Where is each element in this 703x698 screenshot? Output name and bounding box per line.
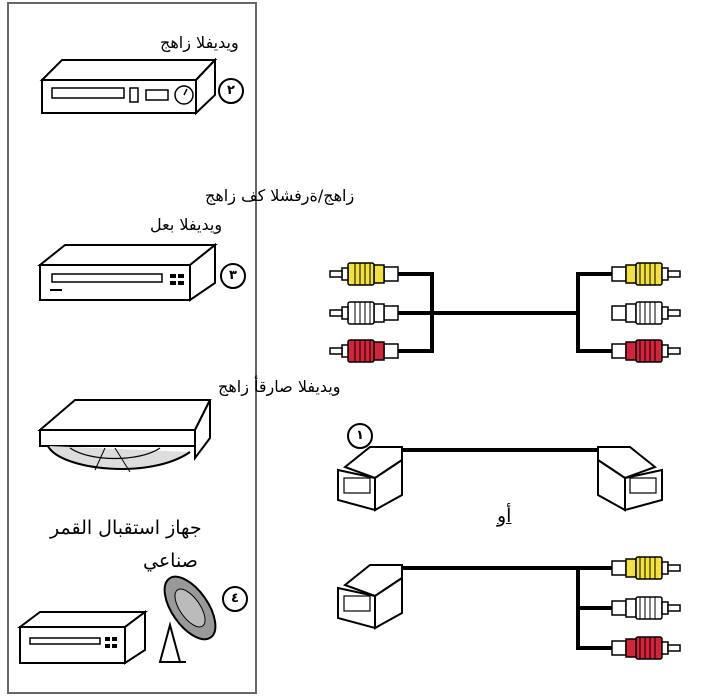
rca-plug-white-left — [329, 301, 399, 325]
or-label: أو — [497, 505, 512, 527]
vcr-label: ويديفلا زاهج — [160, 33, 239, 52]
device-panel — [7, 2, 257, 694]
dvd-label: ويديفلا صارقأ زاهج — [218, 377, 341, 396]
rca-plug-yellow-left — [329, 262, 399, 286]
satellite-receiver-icon — [17, 610, 148, 665]
rca-plug-red-bottom — [611, 636, 681, 660]
satellite-label-line1: جهاز استقبال القمر — [50, 517, 202, 539]
scart-plug-bottom — [337, 564, 403, 630]
satellite-label-line2: صناعي — [143, 550, 198, 572]
rca-plug-white-right — [611, 301, 681, 325]
marker-one: ١ — [347, 423, 373, 449]
rca-plug-white-bottom — [611, 596, 681, 620]
vcr-icon — [39, 57, 218, 116]
rca-plug-red-left — [329, 339, 399, 363]
scart-to-rca-cable — [337, 556, 681, 660]
scart-plug-left — [337, 446, 403, 512]
satellite-dish-icon — [158, 575, 217, 663]
scart-to-scart-cable — [337, 446, 663, 512]
recorder-icon — [37, 242, 218, 302]
dvd-player-icon — [37, 399, 212, 473]
scart-plug-right — [597, 446, 663, 512]
rca-plug-yellow-right — [611, 262, 681, 286]
rca-plug-red-right — [611, 339, 681, 363]
rca-to-rca-cable — [329, 262, 681, 363]
rca-plug-yellow-bottom — [611, 556, 681, 580]
recorder-label-line2: ويديفلا بعل — [150, 215, 223, 234]
recorder-label-line1: زاهج/ةرفشلا كف زاهج — [205, 186, 355, 205]
marker-two: ٢ — [218, 78, 244, 104]
marker-four: ٤ — [222, 586, 248, 612]
marker-three: ٣ — [220, 263, 246, 289]
